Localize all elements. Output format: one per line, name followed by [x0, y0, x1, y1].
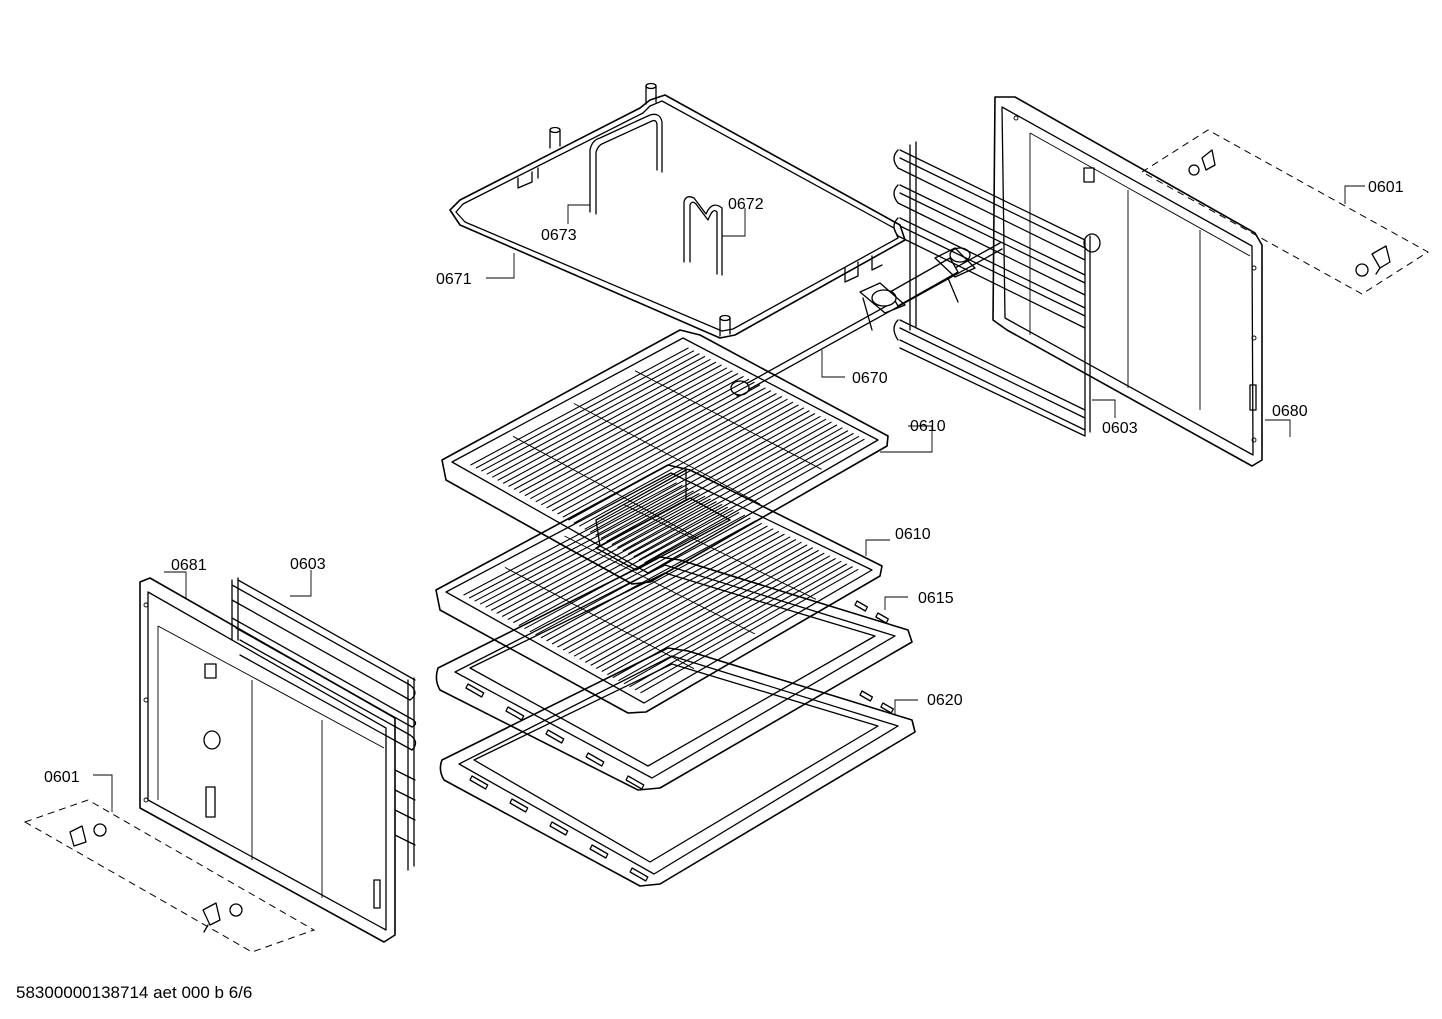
label-0601-left: 0601 [44, 769, 80, 786]
baking-tray-0615 [435, 556, 913, 791]
wire-shelf-lower [435, 464, 883, 714]
label-0672: 0672 [728, 196, 764, 213]
label-0603-left: 0603 [290, 556, 326, 573]
left-fastener-group [23, 799, 316, 953]
wire-shelf-upper [441, 329, 889, 585]
label-0610-upper: 0610 [910, 418, 946, 435]
label-0681: 0681 [171, 557, 207, 574]
skewer-0673 [589, 113, 663, 215]
label-0615: 0615 [918, 590, 954, 607]
label-0601-top: 0601 [1368, 179, 1404, 196]
top-wire-frame [449, 82, 906, 339]
label-0610-lower: 0610 [895, 526, 931, 543]
right-shelf-rails [893, 141, 1091, 437]
leader-lines [93, 185, 1365, 812]
label-0671: 0671 [436, 271, 472, 288]
label-0603-right: 0603 [1102, 420, 1138, 437]
label-0670: 0670 [852, 370, 888, 387]
skewer-0672 [683, 196, 723, 276]
universal-pan-0620 [439, 647, 916, 887]
left-shelf-rails [231, 577, 417, 871]
document-code: 58300000138714 aet 000 b 6/6 [16, 983, 252, 1002]
part-labels: 0671 0673 0672 0670 0601 0603 0680 0610 … [44, 179, 1404, 786]
label-0620: 0620 [927, 692, 963, 709]
label-0680: 0680 [1272, 403, 1308, 420]
label-0673: 0673 [541, 227, 577, 244]
left-side-panel [139, 577, 396, 943]
right-side-panel [992, 96, 1263, 467]
top-right-fastener-group [1141, 129, 1429, 295]
